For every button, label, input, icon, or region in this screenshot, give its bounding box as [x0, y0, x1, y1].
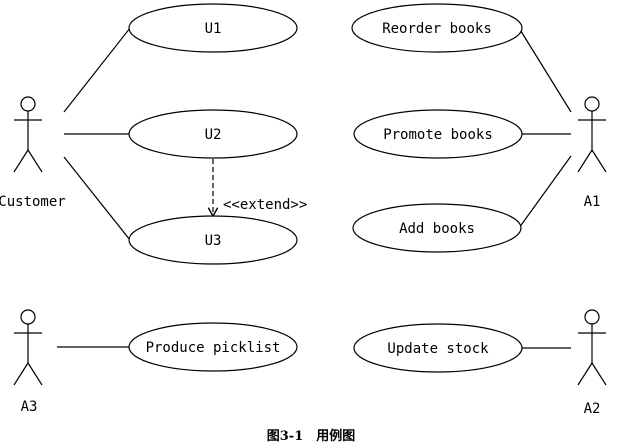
actor-label-a2: A2: [584, 401, 601, 417]
association-a1-add-books: [518, 155, 572, 229]
association-customer-u3: [63, 156, 131, 241]
figure-caption: 图3-1 用例图: [267, 428, 356, 444]
use-case-label-u3: U3: [205, 233, 222, 249]
actor-a2: A2: [577, 309, 607, 417]
stick-figure-icon: [13, 309, 43, 386]
use-case-label-produce-picklist: Produce picklist: [146, 340, 281, 356]
stick-figure-icon: [577, 309, 607, 386]
actor-label-a1: A1: [584, 194, 601, 210]
use-case-label-promote-books: Promote books: [383, 127, 493, 143]
stick-figure-icon: [577, 96, 607, 173]
extend-label: <<extend>>: [223, 197, 307, 213]
association-a1-reorder-books: [518, 27, 572, 113]
use-case-label-u2: U2: [205, 127, 222, 143]
actor-a1: A1: [577, 96, 607, 210]
use-case-u2: U2: [128, 109, 298, 159]
use-case-promote-books: Promote books: [353, 109, 523, 159]
use-case-label-u1: U1: [205, 21, 222, 37]
use-case-add-books: Add books: [352, 203, 522, 253]
association-customer-u1: [63, 27, 131, 113]
use-case-update-stock: Update stock: [353, 323, 523, 373]
actor-label-customer: Customer: [0, 194, 66, 210]
use-case-u1: U1: [128, 3, 298, 53]
stick-figure-icon: [13, 96, 43, 173]
actor-customer: Customer: [0, 96, 66, 210]
use-case-produce-picklist: Produce picklist: [128, 322, 298, 372]
actor-a3: A3: [13, 309, 43, 415]
use-case-label-update-stock: Update stock: [387, 341, 489, 357]
use-case-label-add-books: Add books: [399, 221, 475, 237]
use-case-u3: U3: [128, 215, 298, 265]
use-case-reorder-books: Reorder books: [351, 3, 523, 53]
use-case-label-reorder-books: Reorder books: [382, 21, 492, 37]
actor-label-a3: A3: [21, 399, 38, 415]
